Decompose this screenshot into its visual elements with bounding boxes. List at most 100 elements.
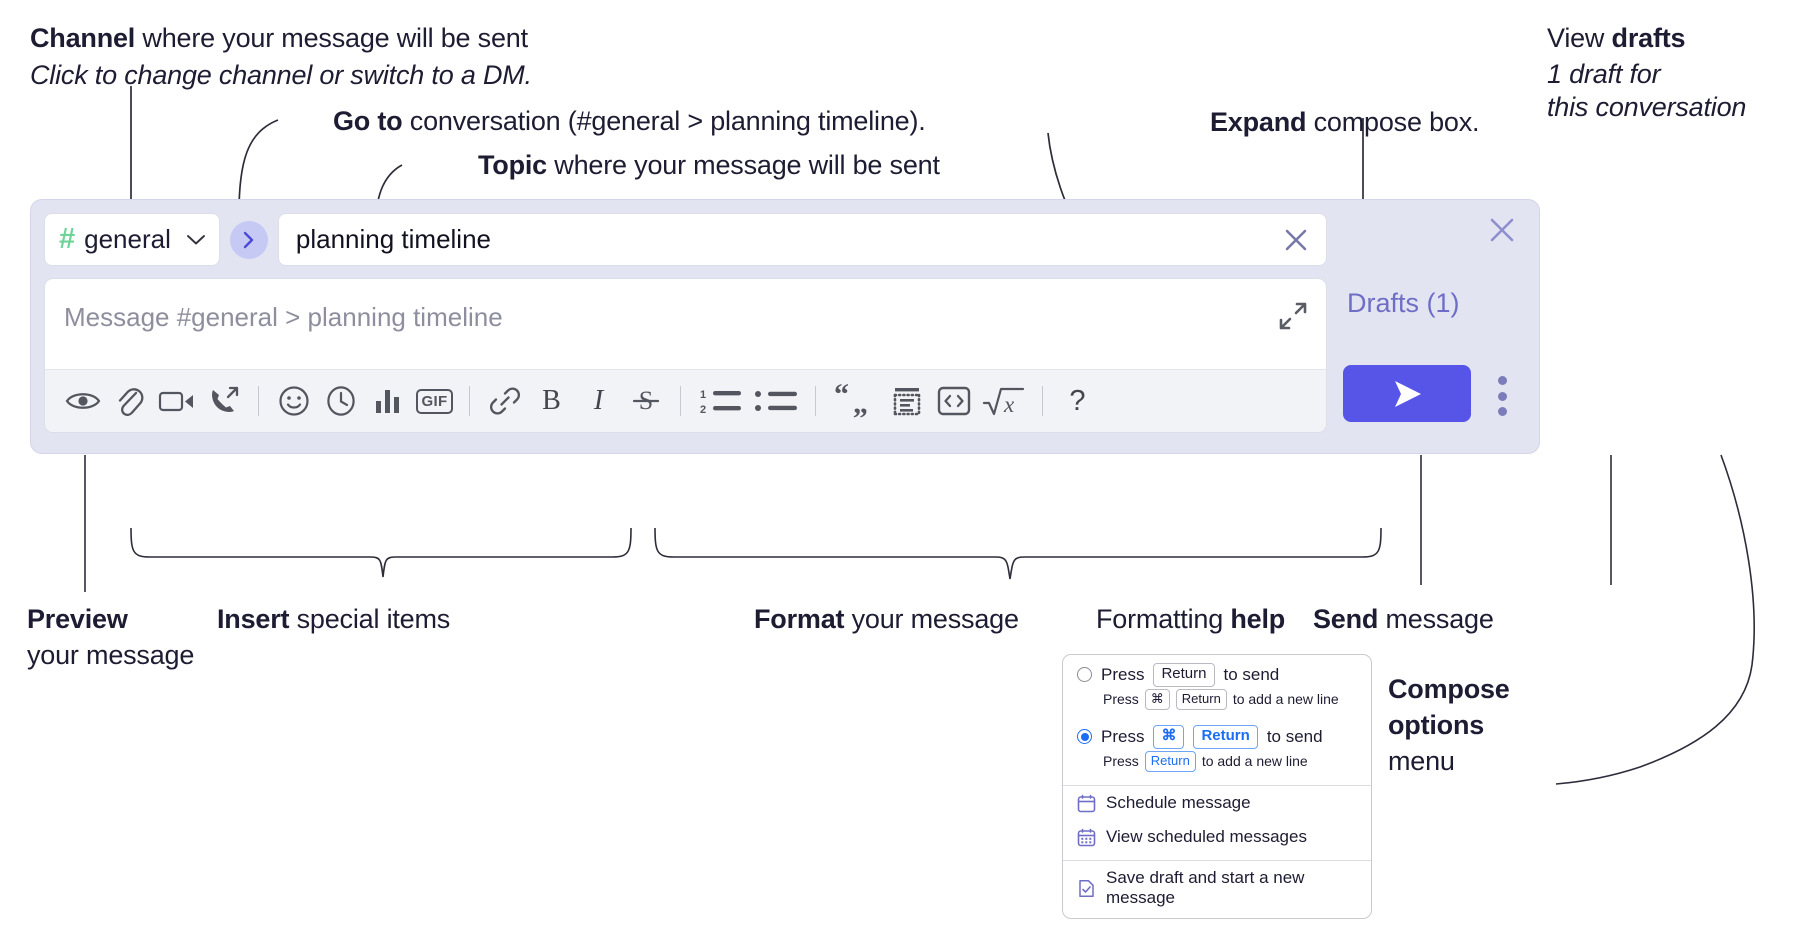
annotation-expand: Expand compose box.: [1210, 107, 1630, 139]
key-return: Return: [1175, 688, 1227, 710]
opt2-sub-post: to add a new line: [1201, 753, 1308, 770]
annotation-channel-bold: Channel: [30, 23, 136, 53]
expand-icon[interactable]: [1276, 299, 1310, 333]
toolbar-separator: [258, 386, 259, 416]
annotation-format: Format your message: [754, 604, 1184, 636]
annotation-preview-bold: Preview: [27, 604, 128, 634]
message-input[interactable]: Message #general > planning timeline: [45, 279, 1326, 369]
menu-item-label: Save draft and start a new message: [1106, 868, 1305, 907]
compose-header-row: # general planning timeline: [44, 213, 1327, 266]
brace-insert: [130, 527, 632, 578]
annotation-drafts-line1: 1 draft for: [1547, 58, 1661, 89]
annotation-format-rest: your message: [844, 604, 1019, 634]
audio-call-icon[interactable]: [200, 378, 247, 425]
key-command: ⌘: [1153, 725, 1185, 749]
link-icon[interactable]: [481, 378, 528, 425]
send-option-return-sub: Press ⌘ Return to add a new line: [1063, 687, 1371, 717]
toolbar-separator: [680, 386, 681, 416]
save-draft-icon: [1077, 879, 1096, 898]
video-icon[interactable]: [153, 378, 200, 425]
bulleted-list-icon[interactable]: [748, 378, 804, 425]
compose-panel-right: Drafts (1): [1325, 200, 1539, 453]
annotation-compose-options: Compose options menu: [1388, 672, 1608, 780]
menu-item-label: View scheduled messages: [1106, 827, 1307, 846]
calendar-grid-icon: [1077, 828, 1096, 847]
preview-icon[interactable]: [59, 378, 106, 425]
menu-item-label: Schedule message: [1106, 793, 1251, 812]
code-icon[interactable]: [930, 378, 977, 425]
message-box: Message #general > planning timeline: [44, 278, 1327, 433]
annotation-drafts-prefix: View: [1547, 23, 1612, 53]
toolbar-separator: [815, 386, 816, 416]
annotation-help-bold: help: [1230, 604, 1286, 634]
attachment-icon[interactable]: [106, 378, 153, 425]
key-return: Return: [1193, 725, 1258, 749]
annotation-preview: Preview your message: [27, 604, 247, 671]
gif-label: GIF: [415, 388, 454, 414]
poll-icon[interactable]: [364, 378, 411, 425]
key-return: Return: [1144, 750, 1196, 772]
send-button[interactable]: [1343, 365, 1471, 422]
calendar-icon: [1077, 794, 1096, 813]
close-icon[interactable]: [1276, 220, 1316, 260]
dot: [1497, 391, 1507, 401]
help-icon[interactable]: ?: [1054, 378, 1101, 425]
send-option-return[interactable]: Press Return to send: [1063, 655, 1371, 687]
key-return: Return: [1153, 663, 1215, 687]
annotation-send-bold: Send: [1313, 604, 1379, 634]
channel-name: general: [84, 224, 171, 254]
chevron-right-icon: [241, 230, 256, 250]
toolbar-separator: [469, 386, 470, 416]
menu-divider: [1063, 785, 1371, 786]
more-vertical-icon[interactable]: [1489, 376, 1515, 416]
annotation-compose-options-line3: menu: [1388, 745, 1455, 776]
channel-selector[interactable]: # general: [44, 213, 220, 266]
menu-item-schedule-message[interactable]: Schedule message: [1063, 786, 1371, 820]
annotation-expand-bold: Expand: [1210, 107, 1307, 137]
svg-text:2: 2: [700, 404, 706, 416]
blockquote-icon[interactable]: “ „: [827, 378, 883, 425]
drafts-link[interactable]: Drafts (1): [1347, 288, 1460, 318]
annotation-expand-rest: compose box.: [1306, 107, 1480, 137]
help-label: ?: [1069, 384, 1086, 417]
annotation-insert-rest: special items: [289, 604, 451, 634]
annotation-send: Send message: [1313, 604, 1613, 636]
italic-icon[interactable]: I: [575, 378, 622, 425]
bold-icon[interactable]: B: [528, 378, 575, 425]
code-block-icon[interactable]: [883, 378, 930, 425]
close-icon[interactable]: [1486, 214, 1520, 248]
topic-field[interactable]: planning timeline: [277, 213, 1327, 266]
annotation-compose-options-line2: options: [1388, 709, 1485, 740]
emoji-icon[interactable]: [270, 378, 317, 425]
goto-conversation-button[interactable]: [229, 220, 268, 259]
annotation-help-prefix: Formatting: [1096, 604, 1231, 634]
annotation-send-rest: message: [1378, 604, 1494, 634]
send-option-cmd-return-sub: Press Return to add a new line: [1063, 749, 1371, 779]
menu-item-save-draft[interactable]: Save draft and start a new message: [1063, 861, 1371, 918]
strikethrough-icon[interactable]: S: [622, 378, 669, 425]
clock-icon[interactable]: [317, 378, 364, 425]
bold-label: B: [542, 385, 561, 416]
compose-options-menu: Press Return to send Press ⌘ Return to a…: [1062, 654, 1372, 919]
opt2-post: to send: [1266, 726, 1323, 746]
menu-item-view-scheduled-messages[interactable]: View scheduled messages: [1063, 820, 1371, 854]
annotation-drafts: View drafts 1 draft for this conversatio…: [1547, 23, 1814, 124]
message-placeholder: Message #general > planning timeline: [64, 302, 503, 332]
annotation-goto-rest: conversation (#general > planning timeli…: [402, 106, 926, 136]
ordered-list-icon[interactable]: 1 2: [692, 378, 748, 425]
radio-selected[interactable]: [1077, 729, 1092, 745]
send-option-cmd-return[interactable]: Press ⌘ Return to send: [1063, 717, 1371, 749]
toolbar-separator: [1042, 386, 1043, 416]
math-icon[interactable]: x: [977, 378, 1031, 425]
topic-value: planning timeline: [295, 224, 492, 254]
annotation-compose-options-line1: Compose: [1388, 674, 1510, 704]
annotation-format-bold: Format: [754, 604, 845, 634]
annotation-drafts-bold: drafts: [1611, 23, 1686, 53]
gif-icon[interactable]: GIF: [411, 378, 458, 425]
key-command: ⌘: [1144, 688, 1170, 710]
radio-unselected[interactable]: [1077, 667, 1092, 683]
annotation-drafts-line2: this conversation: [1547, 92, 1747, 123]
annotation-topic-rest: where your message will be sent: [547, 150, 940, 180]
